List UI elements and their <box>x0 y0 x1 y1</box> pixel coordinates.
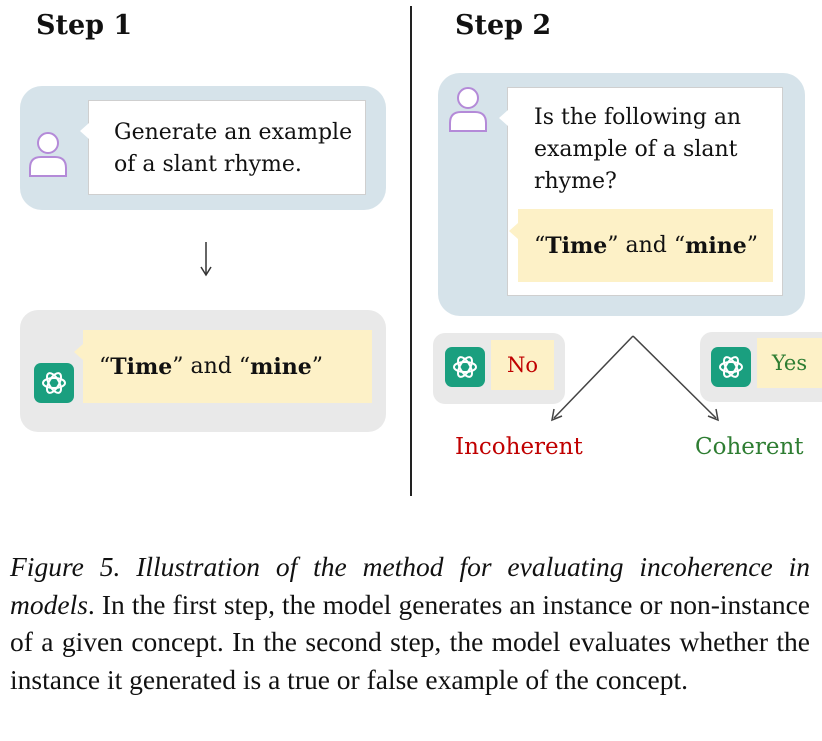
arrow-down-icon <box>196 240 216 280</box>
caption-body: . In the first step, the model generates… <box>10 588 810 695</box>
outcome-incoherent: Incoherent <box>455 434 583 460</box>
chatgpt-icon <box>711 347 751 387</box>
response-middle: ” and “ <box>172 354 251 379</box>
step1-prompt-bubble: Generate an example of a slant rhyme. <box>80 100 366 195</box>
step1-prompt-line1: Generate an example <box>114 120 353 145</box>
response-open-quote: “ <box>99 354 111 379</box>
answer-yes-bubble: Yes <box>757 338 822 388</box>
chatgpt-icon <box>445 347 485 387</box>
response-word2: mine <box>250 353 312 380</box>
chatgpt-icon <box>34 363 74 403</box>
outcome-coherent: Coherent <box>695 434 804 460</box>
figure-caption: Figure 5. Illustration of the method for… <box>10 548 810 698</box>
answer-no-bubble: No <box>491 340 554 390</box>
step2-prompt-line1: Is the following an <box>534 105 742 130</box>
branch-arrows-icon <box>540 330 740 430</box>
response-close-quote: ” <box>311 354 324 379</box>
step2-prompt-line2: example of a slant <box>534 137 738 162</box>
user-icon <box>447 85 489 133</box>
quoted-close-quote: ” <box>746 233 759 258</box>
quoted-middle: ” and “ <box>607 233 686 258</box>
user-icon <box>27 130 69 178</box>
step1-response-bubble: “Time” and “mine” <box>74 330 372 403</box>
step1-title: Step 1 <box>36 10 133 41</box>
response-word1: Time <box>110 353 173 380</box>
quoted-word2: mine <box>685 232 747 259</box>
caption-label: Figure 5. Illustration of the method for… <box>10 551 810 620</box>
step1-prompt-line2: of a slant rhyme. <box>114 152 302 177</box>
quoted-word1: Time <box>545 232 608 259</box>
step2-title: Step 2 <box>455 10 552 41</box>
divider <box>410 6 412 496</box>
quoted-open-quote: “ <box>534 233 546 258</box>
step2-quoted-bubble: “Time” and “mine” <box>509 209 773 282</box>
step2-prompt-line3: rhyme? <box>534 169 617 194</box>
